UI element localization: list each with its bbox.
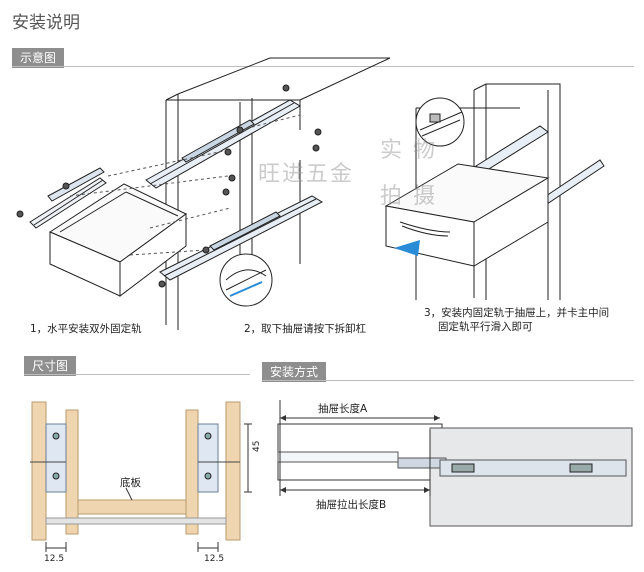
- bottom-board-label: 底板: [120, 477, 141, 489]
- section-divider: [12, 66, 634, 67]
- section-tab-dimensions: 尺寸图: [24, 356, 77, 376]
- section-divider: [262, 380, 634, 381]
- watermark-photo-line1: 实 物: [380, 138, 437, 163]
- right-width-label: 12.5: [204, 554, 225, 564]
- release-lever-detail: [219, 253, 273, 307]
- watermark-shop-name: 旺进五金: [258, 162, 355, 187]
- lower-rail: [159, 195, 324, 281]
- step-2-caption: 2，取下抽屉请按下拆卸杠: [244, 323, 367, 335]
- dimension-drawing: [30, 401, 252, 552]
- upper-rail: [145, 99, 301, 189]
- watermark-photo-line2: 拍 摄: [380, 184, 437, 209]
- cabinet-frame: [165, 57, 391, 330]
- inner-rail-detail: [415, 97, 465, 147]
- screws: [16, 84, 322, 288]
- page-title: 安装说明: [12, 13, 80, 33]
- step-1-caption: 1，水平安装双外固定轨: [30, 323, 142, 335]
- section-tab-schematic: 示意图: [12, 48, 65, 68]
- height-label: 45: [252, 440, 262, 452]
- drawer-box-left: [48, 183, 187, 298]
- left-width-label: 12.5: [44, 554, 65, 564]
- step-3-caption-line2: 固定轨平行滑入即可: [438, 321, 533, 333]
- section-divider: [24, 374, 250, 375]
- section-tab-method: 安装方式: [262, 362, 327, 382]
- drawer-length-label: 抽屉长度A: [318, 403, 368, 415]
- guide-lines: [69, 114, 301, 256]
- left-rail-pair: [29, 167, 107, 229]
- method-drawing: [277, 400, 633, 527]
- drawer-extension-label: 抽屉拉出长度B: [316, 499, 387, 511]
- step-3-caption-line1: 3，安装内固定轨于抽屉上，并卡主中间: [424, 307, 610, 319]
- drawer-box-right: [384, 163, 550, 267]
